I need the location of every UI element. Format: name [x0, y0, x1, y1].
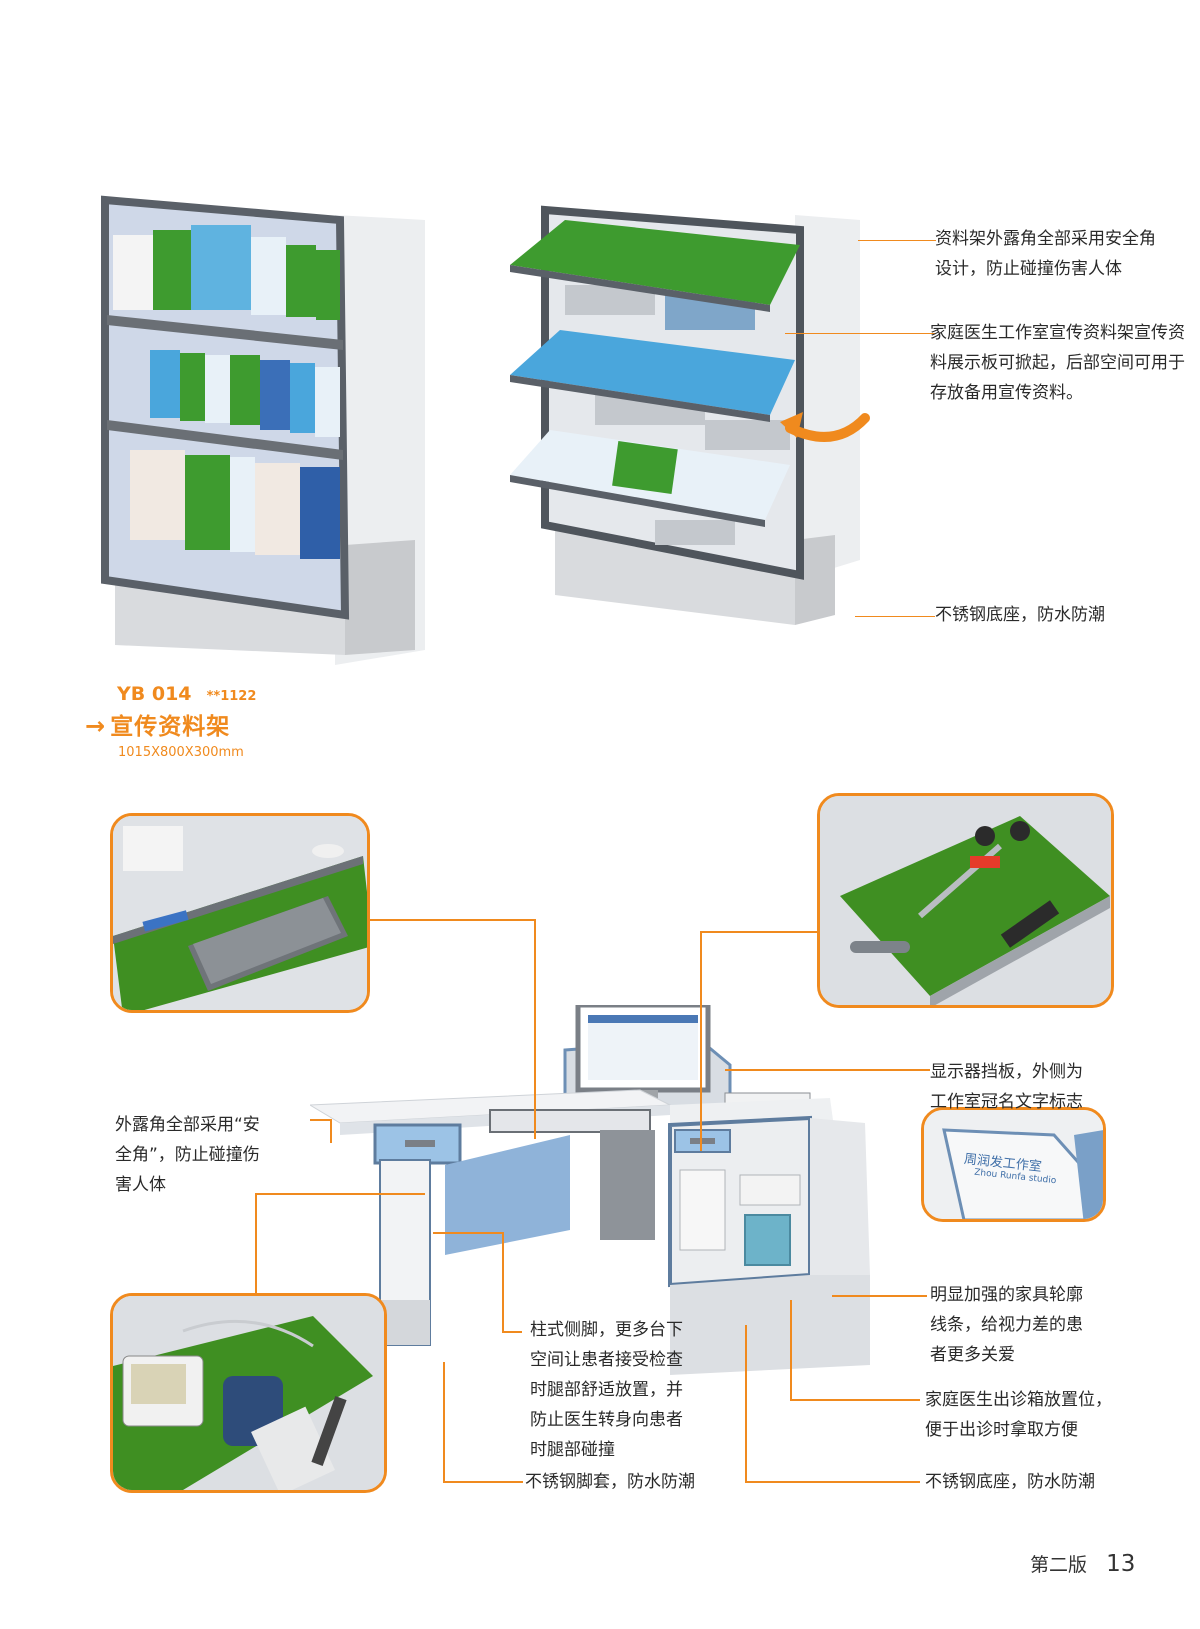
product-name: 宣传资料架: [110, 714, 231, 740]
product-code: YB 014: [117, 683, 192, 705]
rack-board-leader: [785, 333, 935, 334]
kit-leader-h: [790, 1399, 920, 1401]
rack-open-image: [510, 205, 870, 625]
product-sub-code: **1122: [206, 689, 257, 704]
left-corner-callout: 外露角全部采用“安 全角”，防止碰撞伤 害人体: [115, 1115, 260, 1195]
left-corner-leader-v: [330, 1119, 332, 1143]
kit-callout: 家庭医生出诊箱放置位， 便于出诊时拿取方便: [925, 1390, 1112, 1440]
arrow-icon: →: [85, 712, 106, 740]
keyboard-tray-photo: [110, 813, 370, 1013]
legs-leader-h1: [433, 1232, 503, 1234]
medical-drawer-photo: [110, 1293, 387, 1493]
legs-leader-v: [502, 1232, 504, 1332]
rack-base-callout: 不锈钢底座，防水防潮: [935, 605, 1105, 625]
rack-base-leader: [855, 616, 935, 617]
rack-corner-leader: [858, 240, 936, 241]
keyboard-tray-leader-v: [534, 919, 536, 1139]
monitor-callout: 显示器挡板，外侧为 工作室冠名文字标志: [930, 1062, 1083, 1112]
desk-image: [310, 1005, 870, 1375]
foot-cover-leader-h: [443, 1481, 523, 1483]
page-footer: 第二版 13: [1030, 1550, 1135, 1577]
instrument-drawer-leader-v: [700, 931, 702, 1151]
contour-callout: 明显加强的家具轮廓 线条，给视力差的患 者更多关爱: [930, 1285, 1083, 1365]
rack-front-image: [101, 195, 425, 665]
medical-drawer-leader-v: [255, 1193, 257, 1295]
rack-corner-callout: 资料架外露角全部采用安全角 设计，防止碰撞伤害人体: [935, 229, 1156, 279]
legs-callout: 柱式侧脚，更多台下 空间让患者接受检查 时腿部舒适放置，并 防止医生转身向患者 …: [530, 1320, 683, 1460]
page-number: 13: [1106, 1551, 1136, 1577]
foot-cover-callout: 不锈钢脚套，防水防潮: [525, 1472, 695, 1492]
instrument-drawer-photo: [817, 793, 1114, 1008]
studio-sign-photo: 周润发工作室 Zhou Runfa studio: [921, 1107, 1106, 1222]
product-size: 1015X800X300mm: [118, 745, 244, 760]
edition-label: 第二版: [1030, 1554, 1088, 1576]
product-title-block: YB 014 **1122 → 宣传资料架 1015X800X300mm: [85, 683, 365, 760]
contour-leader-h: [832, 1295, 927, 1297]
base-leader-v: [745, 1325, 747, 1482]
base-leader-h: [745, 1481, 920, 1483]
keyboard-tray-leader-h: [370, 919, 535, 921]
instrument-drawer-leader-h: [700, 931, 818, 933]
legs-leader-h2: [502, 1331, 522, 1333]
monitor-leader-h: [725, 1069, 930, 1071]
medical-drawer-leader-h: [255, 1193, 425, 1195]
rack-board-callout: 家庭医生工作室宣传资料架宣传资 料展示板可掀起，后部空间可用于 存放备用宣传资料…: [930, 323, 1185, 403]
desk-base-callout: 不锈钢底座，防水防潮: [925, 1472, 1095, 1492]
kit-leader-v: [790, 1300, 792, 1400]
left-corner-leader-h: [310, 1119, 332, 1121]
foot-cover-leader-v: [443, 1362, 445, 1482]
